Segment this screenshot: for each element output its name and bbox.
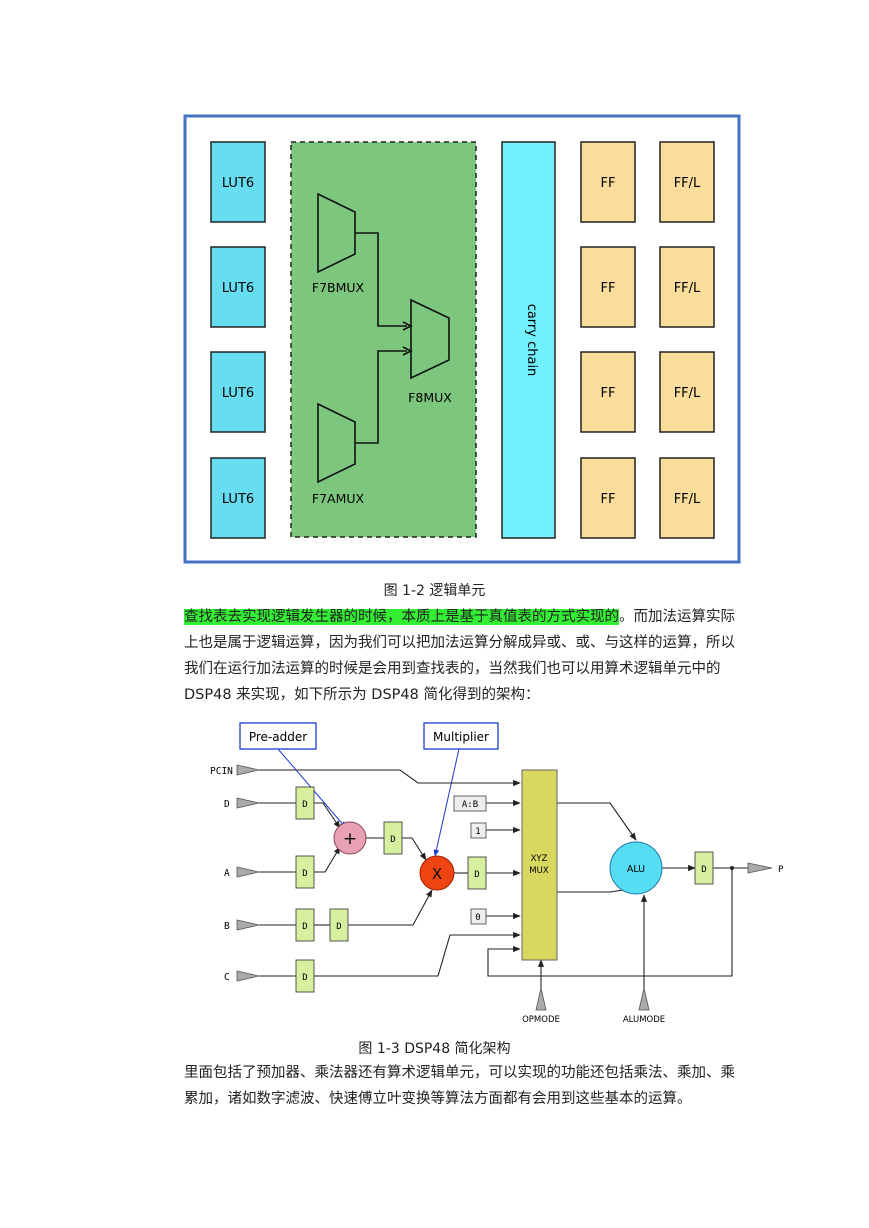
svg-text:XYZ: XYZ [531, 854, 548, 864]
svg-text:FF: FF [601, 492, 616, 507]
svg-text:LUT6: LUT6 [222, 176, 254, 191]
ffl-block: FF/L [659, 457, 715, 539]
register: D [329, 908, 349, 942]
svg-text:OPMODE: OPMODE [522, 1015, 560, 1025]
svg-text:FF/L: FF/L [674, 386, 701, 401]
ff-block: FF [580, 141, 636, 223]
lut6-column: LUT6 LUT6 LUT6 LUT6 [210, 141, 266, 539]
svg-text:FF/L: FF/L [674, 176, 701, 191]
svg-text:A:B: A:B [462, 800, 478, 810]
svg-text:D: D [302, 922, 307, 932]
svg-text:X: X [432, 865, 442, 883]
svg-text:D: D [224, 799, 230, 810]
output-p: P [747, 862, 784, 875]
register: D [694, 851, 714, 885]
svg-text:carry chain: carry chain [524, 304, 539, 377]
body-paragraph: 里面包括了预加器、乘法器还有算术逻辑单元，可以实现的功能还包括乘法、乘加、乘累加… [184, 1065, 735, 1107]
opmode-input: OPMODE [522, 987, 560, 1025]
pre-adder-callout: Pre-adder [239, 722, 317, 750]
svg-text:FF: FF [601, 281, 616, 296]
register: D [383, 821, 403, 855]
svg-text:+: + [343, 829, 357, 849]
mux-wire [355, 232, 407, 327]
f7bmux-shape [317, 192, 356, 274]
input-a: A [224, 866, 260, 879]
figure-caption: 图 1-3 DSP48 简化架构 [358, 1041, 511, 1057]
figure-caption: 图 1-2 逻辑单元 [383, 583, 486, 599]
mux-input-0: 0 [470, 908, 487, 925]
f7amux-shape [317, 402, 356, 484]
register: D [295, 855, 315, 889]
paragraph-text: 。而加法运算实际上也是属于逻辑运算，因为我们可以把加法运算分解成异或、或、与这样… [184, 609, 735, 703]
ffl-block: FF/L [659, 351, 715, 433]
ff-block: FF [580, 246, 636, 328]
ff-column: FF FF FF FF [580, 141, 636, 539]
svg-text:FF: FF [601, 176, 616, 191]
svg-text:A: A [224, 868, 230, 879]
svg-text:D: D [302, 869, 307, 879]
f7bmux-label: F7BMUX [312, 280, 365, 295]
multiplier: X [419, 855, 455, 891]
input-b: B [224, 919, 260, 932]
logic-cell-figure: LUT6 LUT6 LUT6 LUT6 F7BMUX F8MUX F7AMUX … [183, 114, 741, 564]
svg-text:LUT6: LUT6 [222, 386, 254, 401]
f7amux-label: F7AMUX [312, 491, 365, 506]
svg-text:LUT6: LUT6 [222, 281, 254, 296]
multiplier-callout: Multiplier [423, 722, 499, 750]
carry-chain: carry chain [501, 141, 556, 539]
svg-text:FF/L: FF/L [674, 281, 701, 296]
input-d: D [224, 797, 260, 810]
svg-text:D: D [390, 835, 395, 845]
input-c: C [224, 970, 260, 983]
alu: ALU [609, 841, 663, 895]
svg-text:D: D [336, 922, 341, 932]
ffl-block: FF/L [659, 246, 715, 328]
mux-wire [355, 350, 407, 444]
svg-text:D: D [474, 870, 479, 880]
mux-region: F7BMUX F8MUX F7AMUX [290, 141, 477, 538]
lut6-block: LUT6 [210, 351, 266, 433]
body-paragraph: 查找表去实现逻辑发生器的时候，本质上是基于真值表的方式实现的。而加法运算实际上也… [155, 604, 745, 708]
register: D [295, 786, 315, 820]
svg-text:0: 0 [475, 913, 480, 923]
pre-adder: + [333, 821, 367, 855]
lut6-block: LUT6 [210, 457, 266, 539]
svg-text:C: C [224, 972, 230, 983]
svg-text:D: D [302, 973, 307, 983]
svg-text:Multiplier: Multiplier [433, 730, 489, 744]
dsp48-figure: Pre-adder Multiplier PCIN D A B C [210, 722, 784, 1025]
ff-block: FF [580, 457, 636, 539]
svg-text:P: P [778, 865, 784, 875]
svg-text:FF/L: FF/L [674, 492, 701, 507]
svg-text:FF: FF [601, 386, 616, 401]
svg-text:1: 1 [475, 827, 480, 837]
svg-text:ALU: ALU [627, 864, 645, 875]
register: D [295, 908, 315, 942]
mux-input-ab: A:B [453, 795, 487, 812]
ffl-column: FF/L FF/L FF/L FF/L [659, 141, 715, 539]
input-pcin: PCIN [210, 764, 260, 777]
xyz-mux: XYZ MUX [521, 769, 558, 961]
svg-text:ALUMODE: ALUMODE [623, 1015, 665, 1025]
svg-text:LUT6: LUT6 [222, 492, 254, 507]
register: D [467, 856, 487, 890]
ff-block: FF [580, 351, 636, 433]
svg-text:D: D [701, 865, 706, 875]
svg-text:Pre-adder: Pre-adder [249, 730, 307, 744]
lut6-block: LUT6 [210, 141, 266, 223]
svg-text:PCIN: PCIN [210, 766, 233, 777]
svg-text:B: B [224, 921, 230, 932]
svg-text:MUX: MUX [529, 866, 549, 876]
mux-input-1: 1 [470, 822, 487, 839]
highlighted-text: 查找表去实现逻辑发生器的时候，本质上是基于真值表的方式实现的 [184, 609, 619, 625]
lut6-block: LUT6 [210, 246, 266, 328]
alumode-input: ALUMODE [623, 987, 665, 1025]
register: D [295, 959, 315, 993]
ffl-block: FF/L [659, 141, 715, 223]
svg-text:D: D [302, 800, 307, 810]
f8mux-shape [410, 298, 450, 380]
f8mux-label: F8MUX [408, 390, 452, 405]
